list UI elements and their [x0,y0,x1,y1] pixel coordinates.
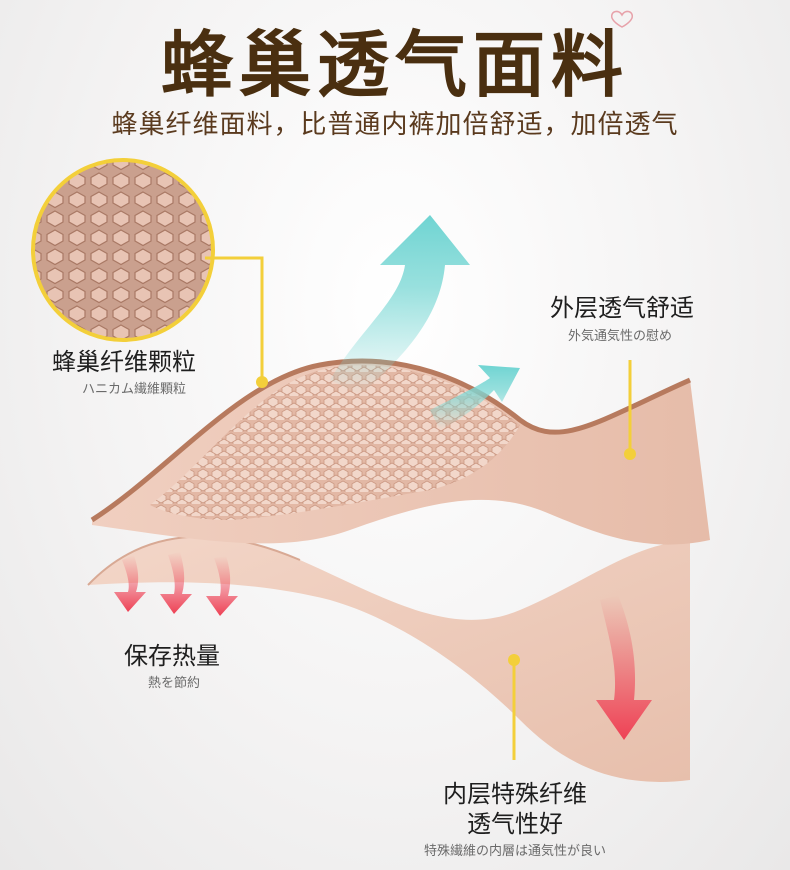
leader-dots [256,376,636,666]
heat-arrow-right [596,595,652,740]
heat-arrow-2 [160,552,192,614]
outer-layer-subtitle: 外気通気性の慰め [568,329,673,344]
heart-icon [610,10,634,28]
air-flow-arrow-small [430,365,520,430]
honeycomb-fiber-title: 蜂巢纤维颗粒 [52,348,196,376]
air-flow-arrow-large [330,215,470,395]
heat-arrow-3 [206,556,238,616]
outer-fabric-layer [90,358,710,545]
heat-retention-subtitle: 熱を節約 [148,676,201,691]
outer-layer-title: 外层透气舒适 [550,294,694,322]
page-title: 蜂巢透气面料 [160,22,629,107]
leader-lines [205,256,632,760]
heat-retention-title: 保存热量 [124,642,220,670]
honeycomb-zoom-circle [31,158,215,342]
inner-layer-title-line1: 内层特殊纤维 [443,780,587,808]
inner-layer-subtitle: 特殊繊維の内層は通気性が良い [423,844,606,859]
honeycomb-fiber-subtitle: ハニカム繊維顆粒 [82,382,187,397]
page-subtitle: 蜂巢纤维面料，比普通内裤加倍舒适，加倍透气 [111,110,679,140]
heat-arrow-1 [114,555,146,612]
inner-layer-title-line2: 透气性好 [467,810,563,838]
